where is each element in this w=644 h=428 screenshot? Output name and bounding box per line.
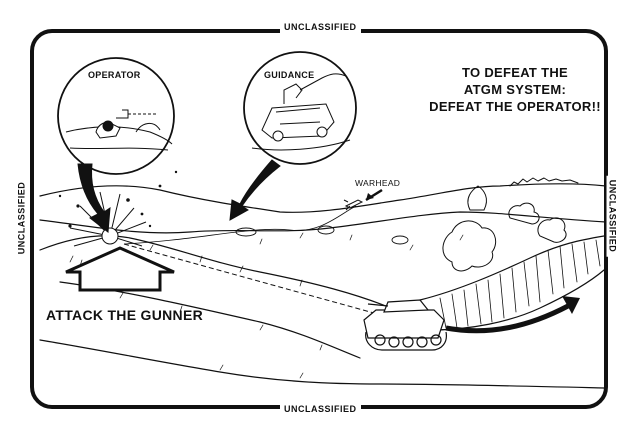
attack-arrow [65,246,175,292]
distant-treeline [509,177,579,187]
tree-1 [467,185,487,211]
operator-cover [135,123,161,133]
guidance-ground [251,139,351,151]
ravine-edge [419,235,605,301]
operator-helmet [102,120,114,132]
horizon-line [39,183,607,213]
tank-turret [383,299,430,313]
classification-top: UNCLASSIFIED [280,22,361,33]
tree-cluster [442,185,567,272]
warhead-missile [343,199,364,211]
guidance-label: GUIDANCE [264,70,315,80]
tree-3 [508,202,540,225]
tank [363,299,447,351]
guidance-vehicle [251,73,351,151]
operator-figure [65,109,173,151]
launcher [283,83,303,104]
headline: TO DEFEAT THE ATGM SYSTEM: DEFEAT THE OP… [420,64,610,115]
operator-inset [57,57,175,175]
bush-1 [317,225,335,235]
grass-hatches [69,232,464,379]
headline-line-2: ATGM SYSTEM: [463,82,567,97]
gunner-hill [39,235,401,313]
classification-bottom: UNCLASSIFIED [280,404,361,415]
missile-wire [123,205,357,245]
tree-2 [442,220,497,272]
foreground-ground [39,339,605,389]
tank-track [365,331,447,351]
warhead-arrow-head [366,193,374,200]
tree-4 [537,217,567,243]
guidance-arrow [229,159,281,221]
tank-movement-arrow-head [562,296,580,314]
explosion-burst [58,170,178,247]
guidance-line [123,243,393,319]
headline-line-1: TO DEFEAT THE [462,65,568,80]
debris [58,170,178,228]
attack-the-gunner-label: ATTACK THE GUNNER [46,307,204,323]
bush-2 [391,235,409,245]
operator-label: OPERATOR [88,70,141,80]
tank-gun [367,303,389,307]
ravine-hatching [439,239,601,329]
tank-movement-arrow [445,303,570,334]
tank-wheels [374,334,442,348]
guidance-wire-top [299,73,347,91]
tank-hull [363,309,445,339]
warhead-label: WARHEAD [355,178,401,188]
midground-ridge [39,211,607,234]
operator-arrow [77,163,111,233]
headline-line-3: DEFEAT THE OPERATOR!! [429,99,601,114]
